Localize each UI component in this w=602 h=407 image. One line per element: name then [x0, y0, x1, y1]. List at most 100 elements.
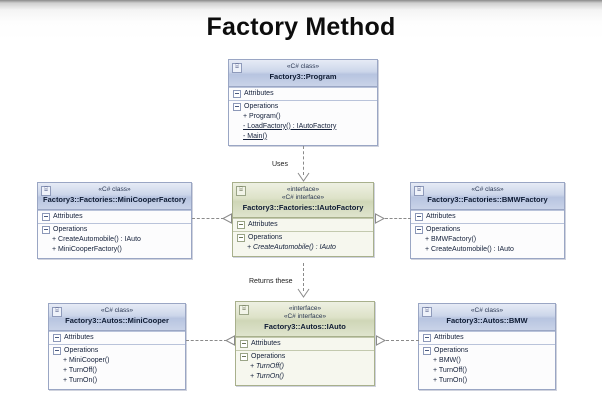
- class-corner-icon: ⌸: [232, 63, 242, 73]
- bmw-operations-section[interactable]: Operations + BMW() + TurnOff() + TurnOn(…: [419, 343, 555, 389]
- connector-minicooperfactory-realize-line: [192, 218, 224, 219]
- operation-item: + CreateAutomobile() : IAuto: [52, 235, 141, 243]
- minicooperfactory-attributes-section[interactable]: Attributes: [38, 209, 191, 223]
- operation-item: + TurnOn(): [250, 372, 284, 380]
- uml-class-minicooperfactory[interactable]: ⌸ «C# class» Factory3::Factories::MiniCo…: [37, 182, 192, 259]
- interface-corner-icon: ⌸: [236, 186, 246, 196]
- minicooper-operations-section[interactable]: Operations + MiniCooper() + TurnOff() + …: [49, 343, 185, 389]
- collapse-minus-icon[interactable]: [53, 333, 61, 342]
- connector-returns-arrowhead: [297, 288, 310, 298]
- minicooperfactory-attributes-row[interactable]: Attributes: [42, 212, 188, 221]
- operation-item: + MiniCooperFactory(): [52, 245, 122, 253]
- program-operations-row[interactable]: Operations: [233, 102, 374, 111]
- program-attributes-section[interactable]: Attributes: [229, 86, 377, 100]
- attributes-label: Attributes: [248, 221, 278, 229]
- collapse-minus-icon[interactable]: [233, 102, 241, 111]
- attributes-label: Attributes: [434, 334, 464, 341]
- page-title: Factory Method: [206, 13, 396, 41]
- bmw-attributes-section[interactable]: Attributes: [419, 330, 555, 344]
- bmw-stereotype: «C# class»: [470, 307, 504, 314]
- bmwfactory-header: ⌸ «C# class» Factory3::Factories::BMWFac…: [411, 183, 564, 210]
- iauto-operations-section[interactable]: Operations + TurnOff() + TurnOn(): [236, 349, 374, 385]
- operations-label: Operations: [53, 226, 88, 233]
- collapse-minus-icon[interactable]: [237, 233, 245, 242]
- minicooperfactory-operations-list: + CreateAutomobile() : IAuto + MiniCoope…: [42, 234, 188, 256]
- program-operations-list: + Program() - LoadFactory() : IAutoFacto…: [233, 111, 374, 143]
- uml-interface-iautofactory[interactable]: ⌸ «interface» «C# interface» Factory3::F…: [232, 182, 374, 257]
- iauto-stereotype-interface: «interface»: [288, 305, 322, 312]
- bmwfactory-operations-list: + BMWFactory() + CreateAutomobile() : IA…: [415, 234, 561, 256]
- collapse-minus-icon[interactable]: [423, 346, 431, 355]
- operation-item: + TurnOff(): [250, 362, 284, 370]
- iautofactory-attributes-section[interactable]: Attributes: [233, 217, 373, 231]
- iautofactory-attributes-row[interactable]: Attributes: [237, 220, 370, 229]
- minicooper-attributes-row[interactable]: Attributes: [53, 333, 182, 342]
- collapse-minus-icon[interactable]: [53, 346, 61, 355]
- collapse-minus-icon[interactable]: [42, 225, 50, 234]
- interface-corner-icon: ⌸: [239, 305, 249, 315]
- collapse-minus-icon[interactable]: [415, 225, 423, 234]
- connector-returns-line: [303, 263, 304, 291]
- minicooperfactory-header: ⌸ «C# class» Factory3::Factories::MiniCo…: [38, 183, 191, 210]
- bmwfactory-operations-section[interactable]: Operations + BMWFactory() + CreateAutomo…: [411, 222, 564, 258]
- iauto-operations-row[interactable]: Operations: [240, 352, 371, 361]
- minicooperfactory-stereotype: «C# class»: [98, 186, 131, 193]
- collapse-minus-icon[interactable]: [423, 333, 431, 342]
- iauto-stereotype-csharp: «C# interface»: [283, 313, 327, 321]
- collapse-minus-icon[interactable]: [237, 220, 245, 229]
- iauto-attributes-section[interactable]: Attributes: [236, 336, 374, 350]
- minicooper-operations-row[interactable]: Operations: [53, 346, 182, 355]
- operation-item: + Program(): [243, 112, 281, 120]
- connector-bmwfactory-realize-line: [385, 218, 411, 219]
- collapse-minus-icon[interactable]: [42, 212, 50, 221]
- operation-item: + TurnOff(): [63, 366, 97, 374]
- bmwfactory-attributes-row[interactable]: Attributes: [415, 212, 561, 221]
- iauto-attributes-row[interactable]: Attributes: [240, 339, 371, 348]
- connector-bmw-realize-line: [386, 340, 419, 341]
- operation-item: + BMWFactory(): [425, 235, 477, 243]
- minicooperfactory-operations-row[interactable]: Operations: [42, 225, 188, 234]
- operation-item: - Main(): [243, 132, 268, 140]
- operation-item: + TurnOff(): [433, 366, 467, 374]
- program-header: ⌸ «C# class» Factory3::Program: [229, 60, 377, 87]
- operations-label: Operations: [251, 353, 286, 361]
- class-corner-icon: ⌸: [422, 307, 432, 317]
- bmw-operations-row[interactable]: Operations: [423, 346, 552, 355]
- operation-item: + TurnOn(): [63, 376, 98, 384]
- bmwfactory-attributes-section[interactable]: Attributes: [411, 209, 564, 223]
- uml-class-bmwfactory[interactable]: ⌸ «C# class» Factory3::Factories::BMWFac…: [410, 182, 565, 259]
- iautofactory-operations-row[interactable]: Operations: [237, 233, 370, 242]
- program-operations-section[interactable]: Operations + Program() - LoadFactory() :…: [229, 99, 377, 145]
- connector-returns-label: Returns these: [249, 278, 293, 285]
- connector-minicooper-realize-line: [186, 340, 227, 341]
- connector-uses-label: Uses: [272, 161, 288, 168]
- bmw-attributes-row[interactable]: Attributes: [423, 333, 552, 342]
- minicooper-attributes-section[interactable]: Attributes: [49, 330, 185, 344]
- iautofactory-stereotype-interface: «interface»: [286, 186, 320, 193]
- uml-class-program[interactable]: ⌸ «C# class» Factory3::Program Attribute…: [228, 59, 378, 146]
- collapse-minus-icon[interactable]: [240, 352, 248, 361]
- iauto-operations-list: + TurnOff() + TurnOn(): [240, 361, 371, 383]
- collapse-minus-icon[interactable]: [415, 212, 423, 221]
- operation-item: + CreateAutomobile() : IAuto: [247, 243, 336, 251]
- attributes-label: Attributes: [244, 90, 274, 97]
- collapse-minus-icon[interactable]: [233, 89, 241, 98]
- iautofactory-name: Factory3::Factories::IAutoFactory: [242, 203, 364, 213]
- iautofactory-operations-list: + CreateAutomobile() : IAuto: [237, 242, 370, 254]
- minicooperfactory-operations-section[interactable]: Operations + CreateAutomobile() : IAuto …: [38, 222, 191, 258]
- bmwfactory-operations-row[interactable]: Operations: [415, 225, 561, 234]
- program-attributes-row[interactable]: Attributes: [233, 89, 374, 98]
- minicooperfactory-name: Factory3::Factories::MiniCooperFactory: [43, 195, 186, 205]
- collapse-minus-icon[interactable]: [240, 339, 248, 348]
- attributes-label: Attributes: [251, 340, 281, 348]
- operation-item: - LoadFactory() : IAutoFactory: [243, 122, 337, 130]
- bmw-operations-list: + BMW() + TurnOff() + TurnOn(): [423, 355, 552, 387]
- operation-item: + BMW(): [433, 356, 461, 364]
- uml-class-bmw[interactable]: ⌸ «C# class» Factory3::Autos::BMW Attrib…: [418, 303, 556, 390]
- connector-bmwfactory-realize-arrowhead: [375, 213, 386, 224]
- uml-class-minicooper[interactable]: ⌸ «C# class» Factory3::Autos::MiniCooper…: [48, 303, 186, 390]
- operations-label: Operations: [64, 347, 99, 354]
- minicooper-stereotype: «C# class»: [100, 307, 134, 314]
- uml-interface-iauto[interactable]: ⌸ «interface» «C# interface» Factory3::A…: [235, 301, 375, 386]
- iautofactory-operations-section[interactable]: Operations + CreateAutomobile() : IAuto: [233, 230, 373, 256]
